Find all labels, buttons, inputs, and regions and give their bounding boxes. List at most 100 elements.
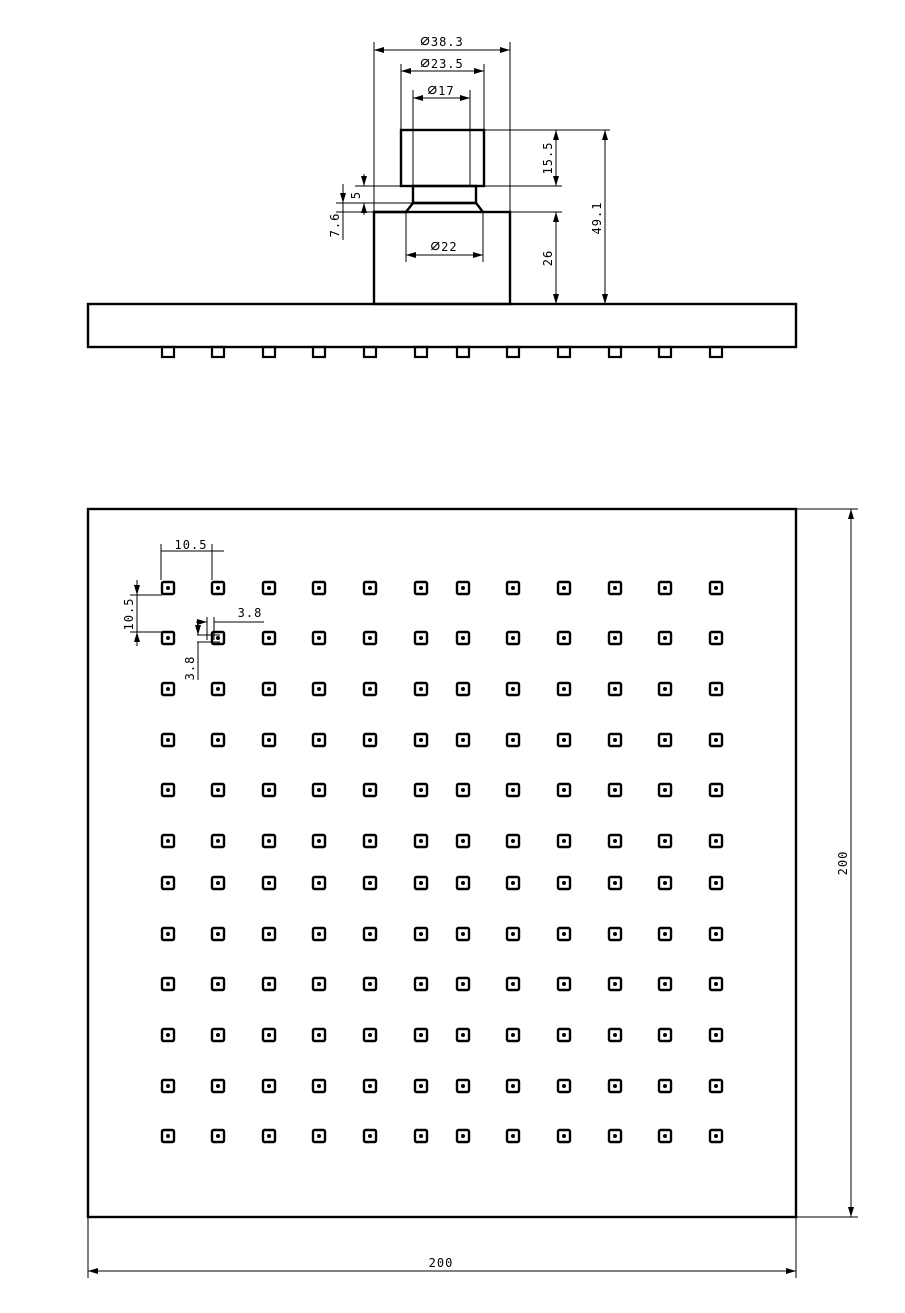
nozzle [505,630,521,646]
nozzle [160,1078,176,1094]
nozzle [413,1128,429,1144]
nozzle [455,681,471,697]
nozzle [607,1128,623,1144]
nozzle [413,976,429,992]
nozzle [657,976,673,992]
nozzle [311,782,327,798]
nozzle [311,732,327,748]
nozzle [362,1078,378,1094]
nozzle [607,875,623,891]
svg-text:49.1: 49.1 [590,202,604,235]
nozzle [261,833,277,849]
nozzle [261,1128,277,1144]
nozzle [505,1128,521,1144]
nozzle [261,926,277,942]
nozzle [362,1027,378,1043]
nozzle [210,732,226,748]
svg-text:200: 200 [429,1256,454,1270]
nozzle [607,732,623,748]
side-nozzle [210,345,226,359]
nozzle [413,1027,429,1043]
nozzle [505,681,521,697]
nozzle [556,1027,572,1043]
nozzle [413,926,429,942]
nozzle [505,875,521,891]
nozzle [210,875,226,891]
nozzle [362,926,378,942]
nozzle [311,1027,327,1043]
nozzle [657,833,673,849]
svg-text:3.8: 3.8 [238,606,263,620]
dim-body-height: 26 [510,211,562,304]
dim-nozzle-size-h: 3.8 [196,606,264,640]
svg-text:∅38.3: ∅38.3 [420,31,464,50]
nozzle [657,875,673,891]
nozzle [210,782,226,798]
nozzle [210,1128,226,1144]
nozzle [455,1027,471,1043]
dim-base-diameter: ∅22 [405,212,484,262]
nozzle [261,732,277,748]
nozzle [210,976,226,992]
nozzle [261,976,277,992]
nozzle [413,732,429,748]
nozzle [556,782,572,798]
svg-text:5: 5 [349,191,363,199]
nozzle [708,630,724,646]
nozzle [556,926,572,942]
nozzle [413,580,429,596]
nozzle [311,875,327,891]
nozzle [657,1078,673,1094]
nozzle [413,1078,429,1094]
nozzle [607,580,623,596]
nozzle [657,1027,673,1043]
dim-outer-diameter: ∅38.3 [373,31,511,212]
nozzle [413,875,429,891]
nozzle [607,681,623,697]
nozzle [607,782,623,798]
nozzle [607,630,623,646]
arm-neck [411,184,478,205]
nozzle [708,875,724,891]
nozzle [708,1128,724,1144]
nozzle [362,681,378,697]
nozzle [455,875,471,891]
nozzle [362,1128,378,1144]
nozzle [210,833,226,849]
plan-view: 10.5 10.5 3.8 3.8 [86,507,858,1278]
nozzle [210,1078,226,1094]
nozzle [362,732,378,748]
side-plate [86,302,798,349]
dim-row-pitch: 10.5 [122,580,162,646]
nozzle [657,732,673,748]
plan-plate [86,507,798,1219]
nozzle [362,833,378,849]
nozzle [362,630,378,646]
nozzle [556,976,572,992]
side-nozzle [261,345,277,359]
nozzle [657,630,673,646]
nozzle [160,732,176,748]
arm-taper [374,201,484,214]
nozzle [210,580,226,596]
nozzle [708,1078,724,1094]
nozzle [708,926,724,942]
nozzle [708,976,724,992]
nozzle [455,580,471,596]
nozzle [261,681,277,697]
nozzle [455,1078,471,1094]
nozzle [160,1128,176,1144]
dim-plate-height: 200 [796,508,858,1218]
nozzle [413,630,429,646]
nozzle [505,926,521,942]
nozzle [261,1027,277,1043]
nozzle [708,1027,724,1043]
side-nozzle [607,345,623,359]
nozzle [261,1078,277,1094]
nozzle [311,1128,327,1144]
nozzle [311,1078,327,1094]
nozzle [160,782,176,798]
nozzle [505,782,521,798]
svg-text:10.5: 10.5 [122,598,136,631]
nozzle [556,1128,572,1144]
